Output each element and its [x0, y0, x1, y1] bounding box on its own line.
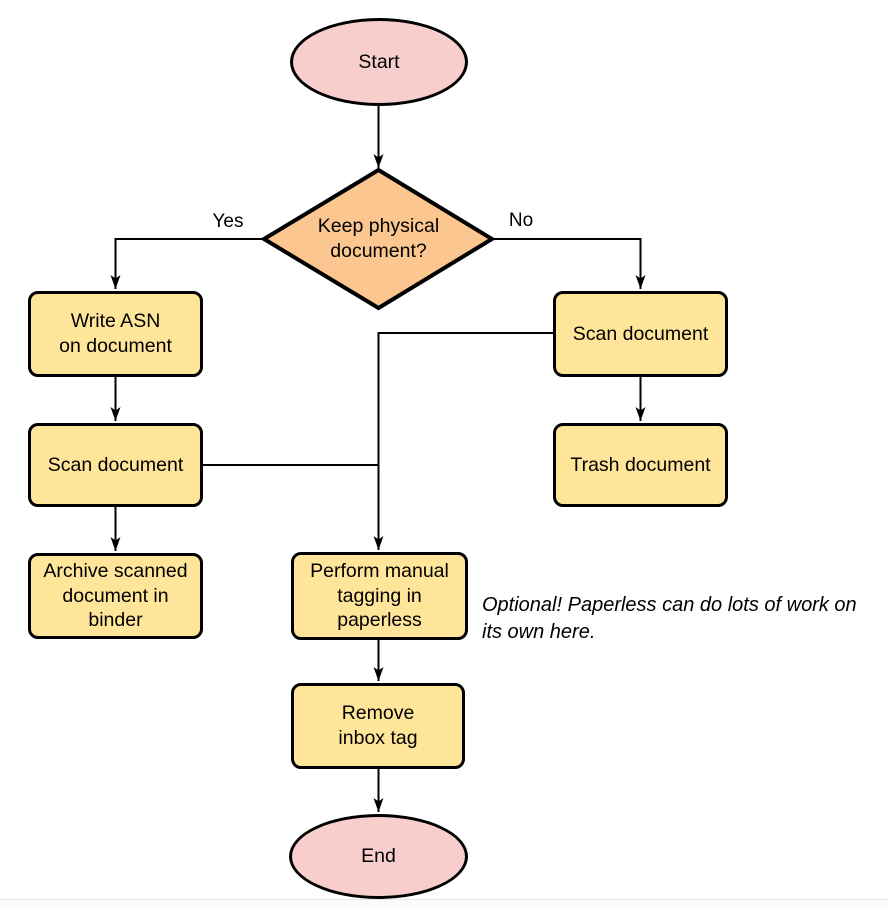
edge-label-no: No [508, 210, 534, 231]
node-write-asn: Write ASN on document [28, 291, 203, 377]
edge-decision-write-asn [110, 238, 264, 289]
edge-decision-scan-right [492, 238, 646, 289]
annotation-optional-paperless: Optional! Paperless can do lots of work … [482, 594, 857, 643]
node-scan-document-left: Scan document [28, 423, 203, 507]
node-scan-document-right: Scan document [553, 291, 728, 377]
node-start: Start [290, 18, 468, 106]
node-trash-document: Trash document [553, 423, 728, 507]
decision-diamond [260, 167, 496, 311]
node-manual-tagging: Perform manual tagging in paperless [291, 552, 468, 640]
edge-label-yes: Yes [212, 211, 244, 232]
page-bottom-strip [0, 899, 888, 907]
node-end: End [289, 814, 468, 899]
node-remove-inbox-tag: Remove inbox tag [291, 683, 465, 769]
node-archive-scanned: Archive scanned document in binder [28, 553, 203, 639]
edge-scan-right-manual-tagging [373, 332, 553, 550]
